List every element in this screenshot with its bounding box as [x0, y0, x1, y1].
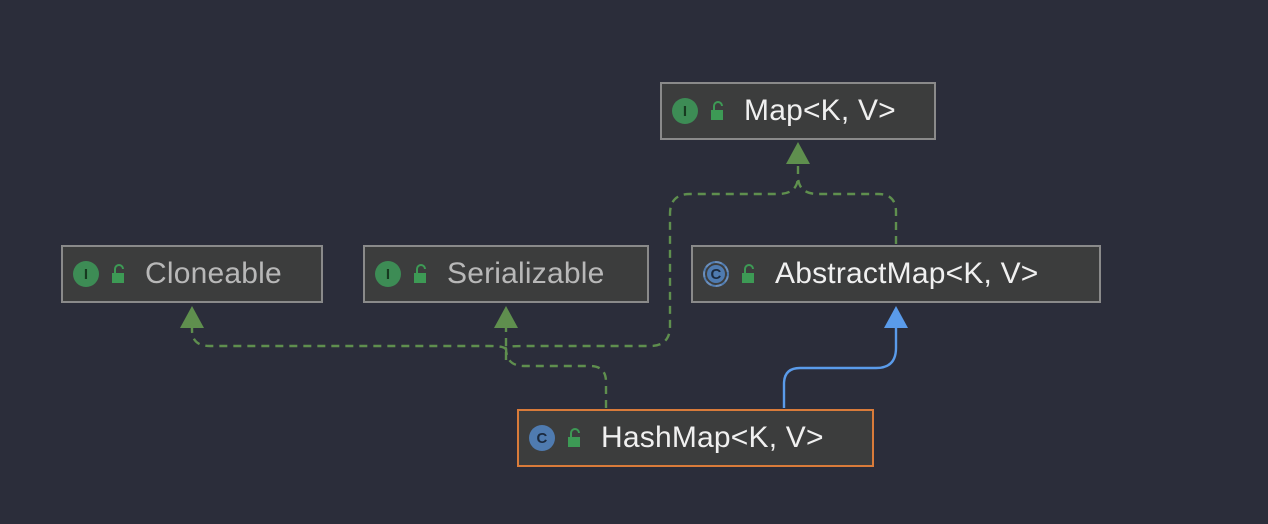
edge-hashmap-to-map[interactable] — [504, 175, 800, 408]
node-label-abstractmap: AbstractMap<K, V> — [775, 257, 1039, 290]
public-unlocked-icon — [708, 100, 726, 122]
interface-i-icon: I — [73, 261, 99, 287]
edge-hashmap-to-abstractmap[interactable] — [782, 326, 898, 408]
interface-i-icon: I — [672, 98, 698, 124]
public-unlocked-icon — [739, 263, 757, 285]
public-unlocked-icon — [411, 263, 429, 285]
node-label-hashmap: HashMap<K, V> — [601, 421, 824, 454]
edge-abstractmap-to-map[interactable] — [796, 164, 898, 244]
edge-hashmap-to-cloneable[interactable] — [190, 326, 508, 351]
abstract-class-c-icon: C — [703, 261, 729, 287]
node-label-serializable: Serializable — [447, 257, 605, 290]
node-label-map: Map<K, V> — [744, 94, 896, 127]
node-abstractmap[interactable]: C AbstractMap<K, V> — [691, 245, 1101, 303]
interface-i-icon: I — [375, 261, 401, 287]
node-hashmap[interactable]: C HashMap<K, V> — [517, 409, 874, 467]
arrowhead-abstractmap — [884, 306, 908, 328]
node-serializable[interactable]: I Serializable — [363, 245, 649, 303]
public-unlocked-icon — [565, 427, 583, 449]
node-label-cloneable: Cloneable — [145, 257, 282, 290]
arrowhead-map — [786, 142, 810, 164]
arrowhead-cloneable — [180, 306, 204, 328]
arrowhead-serializable — [494, 306, 518, 328]
node-map[interactable]: I Map<K, V> — [660, 82, 936, 140]
public-unlocked-icon — [109, 263, 127, 285]
node-cloneable[interactable]: I Cloneable — [61, 245, 323, 303]
class-c-icon: C — [529, 425, 555, 451]
